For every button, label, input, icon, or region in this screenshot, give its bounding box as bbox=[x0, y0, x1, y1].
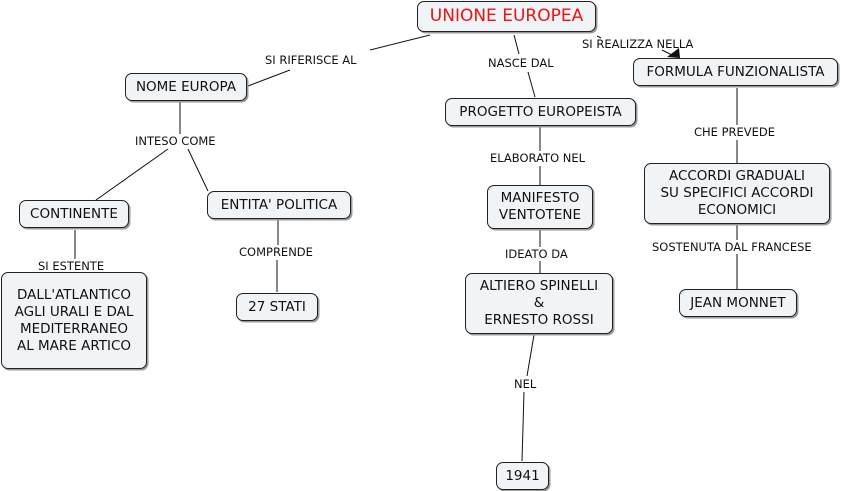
node-entita-politica[interactable]: ENTITA' POLITICA bbox=[207, 191, 351, 219]
link-label-comprende: COMPRENDE bbox=[238, 245, 314, 259]
link-label-si-realizza: SI REALIZZA NELLA bbox=[582, 37, 694, 51]
node-manifesto-ventotene[interactable]: MANIFESTO VENTOTENE bbox=[487, 185, 593, 229]
node-jean-monnet[interactable]: JEAN MONNET bbox=[679, 289, 797, 317]
node-spinelli-rossi[interactable]: ALTIERO SPINELLI & ERNESTO ROSSI bbox=[465, 273, 613, 334]
link-label-sostenuta: SOSTENUTA DAL FRANCESE bbox=[651, 240, 813, 254]
link-label-ideato-da: IDEATO DA bbox=[504, 247, 569, 261]
node-continente[interactable]: CONTINENTE bbox=[19, 200, 129, 228]
link-label-che-prevede: CHE PREVEDE bbox=[693, 125, 777, 139]
node-accordi-graduali[interactable]: ACCORDI GRADUALI SU SPECIFICI ACCORDI EC… bbox=[644, 163, 830, 224]
connector-line bbox=[369, 34, 431, 51]
connector-line bbox=[596, 35, 602, 39]
node-unione-europea[interactable]: UNIONE EUROPEA bbox=[417, 1, 596, 32]
link-label-elaborato-nel: ELABORATO NEL bbox=[489, 151, 587, 165]
node-formula-funzionalista[interactable]: FORMULA FUNZIONALISTA bbox=[633, 58, 838, 86]
connector-line bbox=[521, 391, 525, 462]
node-27-stati[interactable]: 27 STATI bbox=[236, 293, 318, 321]
arrowhead bbox=[667, 48, 680, 58]
connector-line bbox=[95, 148, 169, 201]
node-dallatlantico[interactable]: DALL'ATLANTICO AGLI URALI E DAL MEDITERR… bbox=[1, 272, 147, 369]
node-progetto-europeista[interactable]: PROGETTO EUROPEISTA bbox=[445, 98, 636, 126]
connector-line bbox=[513, 34, 520, 55]
link-label-si-estente: SI ESTENTE bbox=[38, 259, 105, 273]
link-label-inteso-come: INTESO COME bbox=[134, 134, 217, 148]
link-label-nasce-dal: NASCE DAL bbox=[487, 56, 555, 70]
connector-line bbox=[527, 71, 536, 98]
connector-line bbox=[247, 69, 291, 87]
node-1941[interactable]: 1941 bbox=[496, 462, 549, 490]
connector-line bbox=[526, 334, 535, 377]
link-label-si-riferisce: SI RIFERISCE AL bbox=[264, 53, 358, 67]
link-label-nel: NEL bbox=[513, 377, 538, 391]
node-nome-europa[interactable]: NOME EUROPA bbox=[125, 73, 247, 101]
connector-line bbox=[187, 148, 209, 192]
